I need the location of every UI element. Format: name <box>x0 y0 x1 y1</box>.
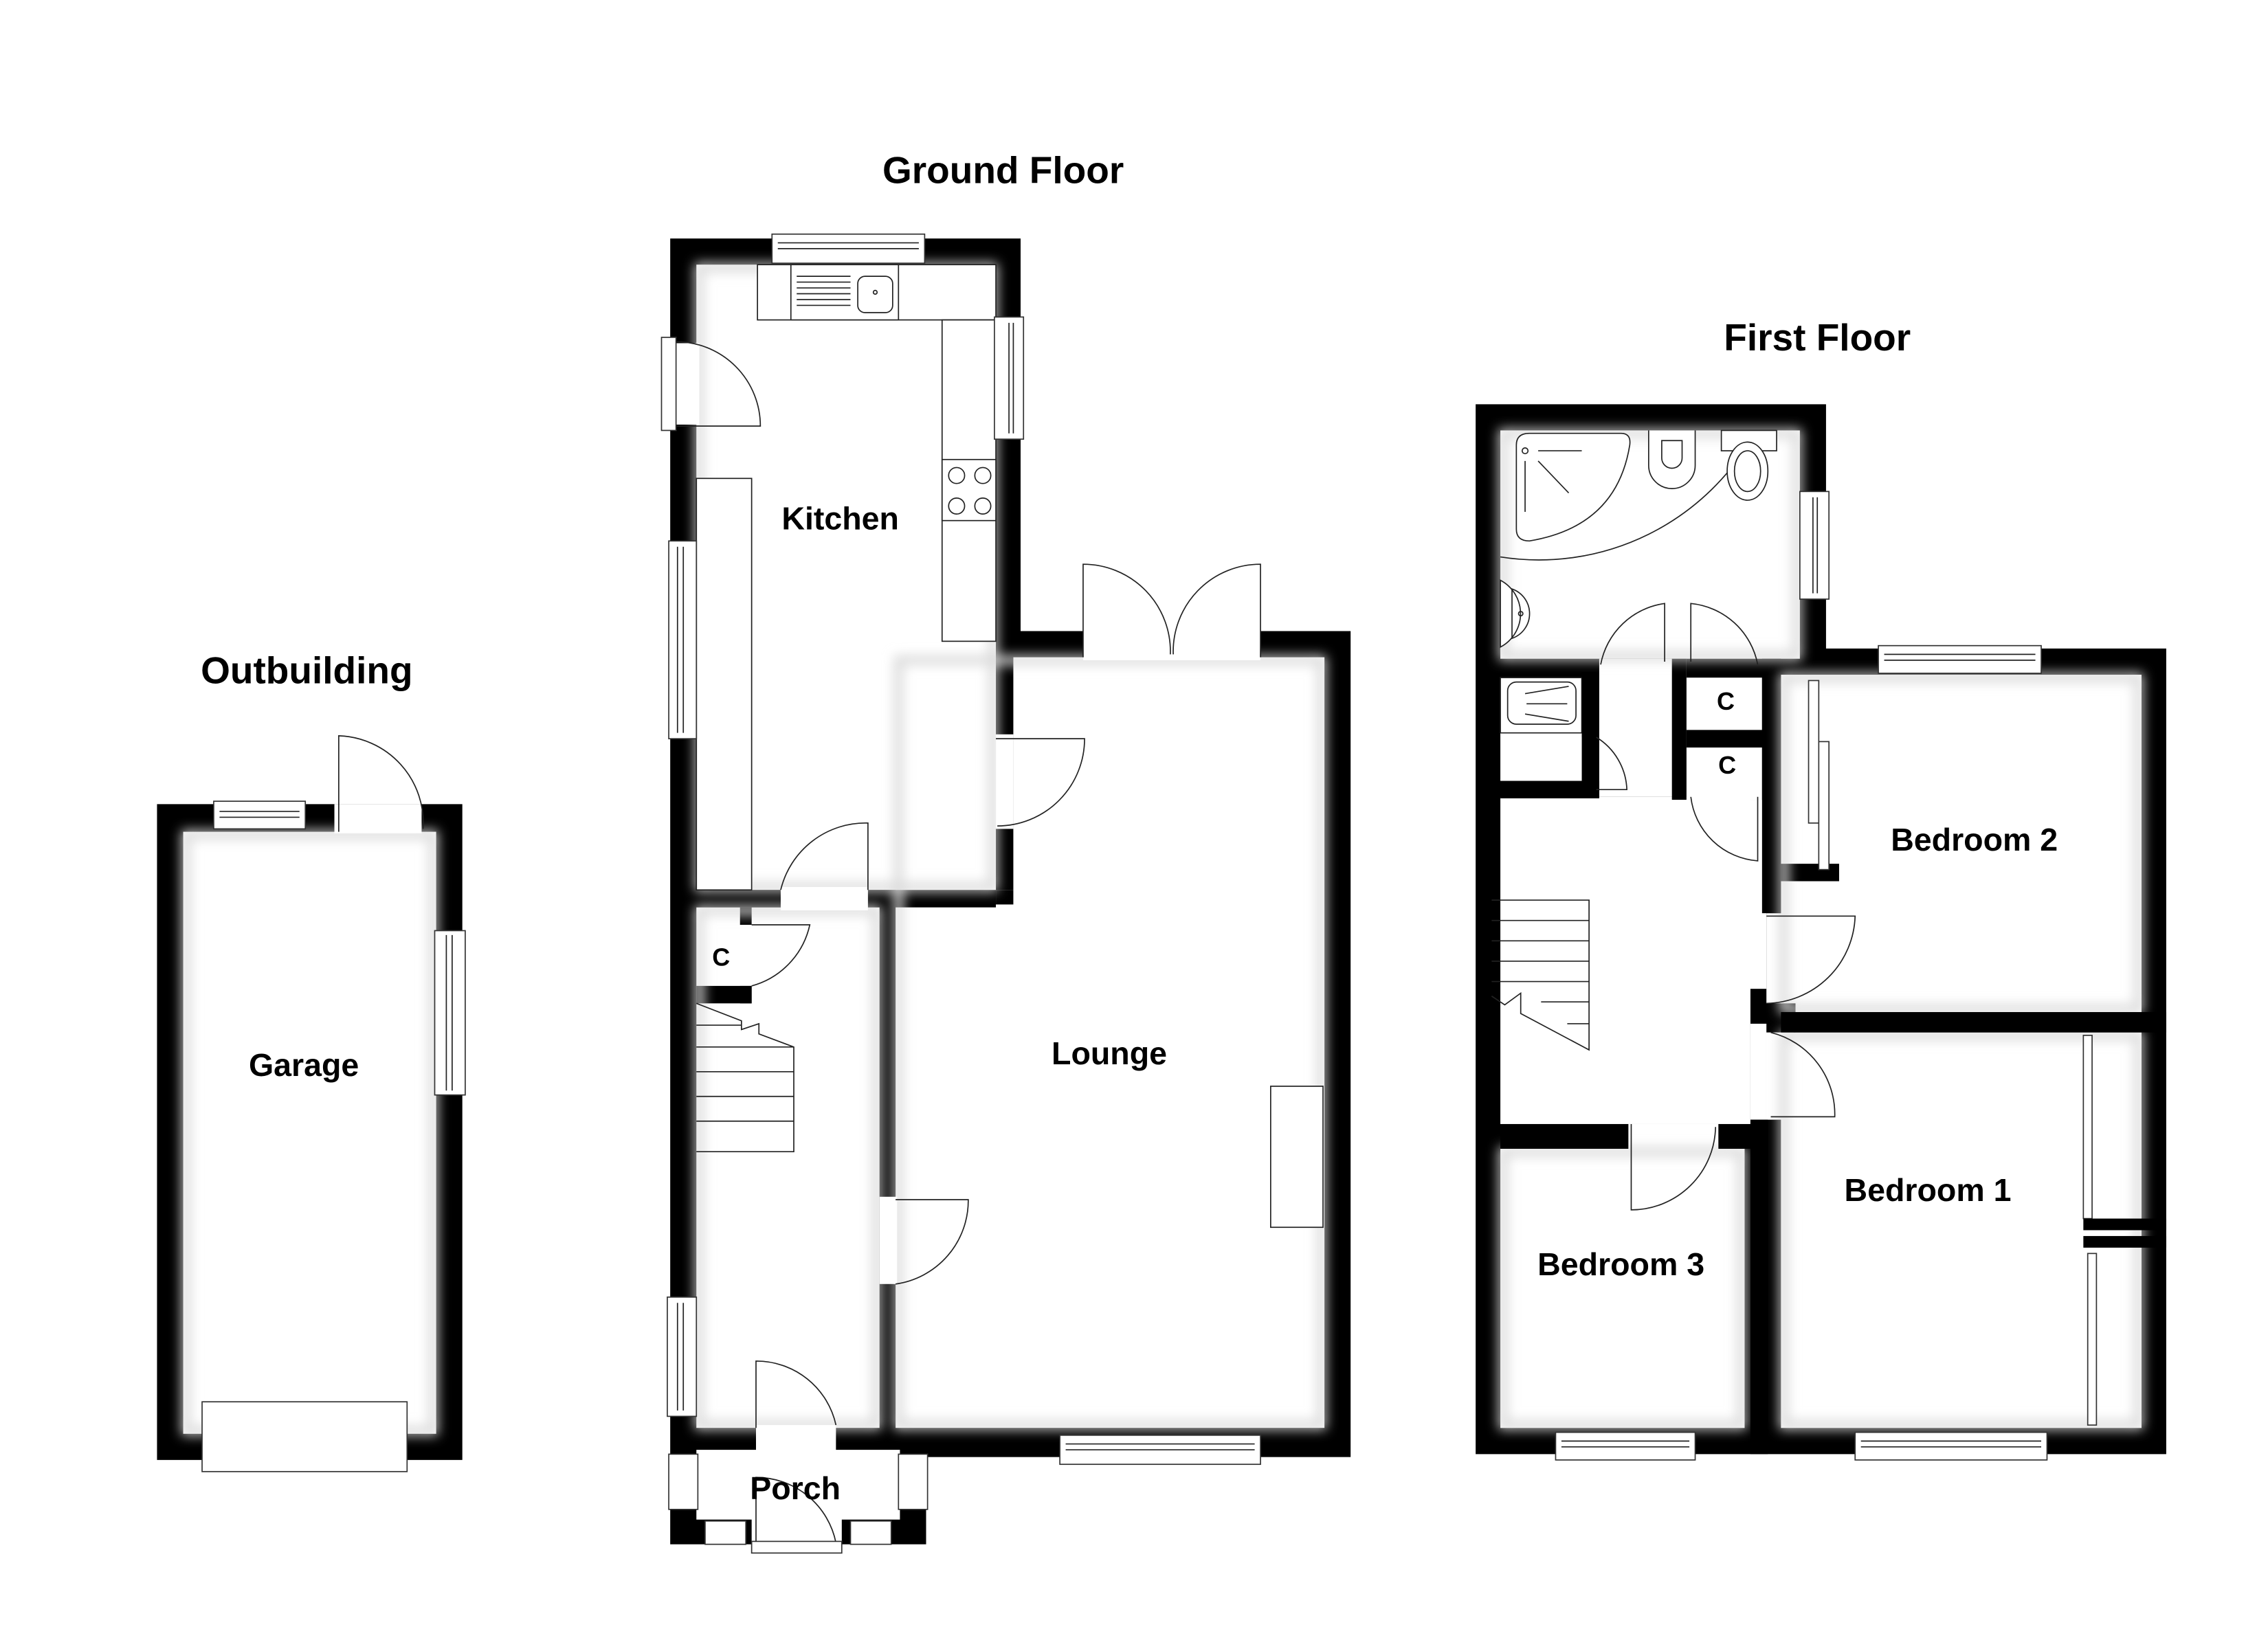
bedroom-1-door[interactable] <box>1770 1031 1836 1118</box>
kitchen-worktop-left <box>696 478 753 891</box>
bedroom-2-window <box>1878 644 2042 674</box>
bedroom-1-floor <box>1781 1032 2142 1428</box>
hall-lounge-door[interactable] <box>895 1199 969 1285</box>
garage-room: Garage <box>157 735 466 1472</box>
bedroom-2-floor <box>1781 675 2142 1013</box>
bedroom-1-window <box>1854 1431 2048 1461</box>
first-floor-stairs <box>1491 899 1590 1051</box>
porch-label: Porch <box>750 1470 841 1506</box>
hall-porch-door[interactable] <box>755 1360 837 1428</box>
toilet-icon <box>1726 441 1769 501</box>
cupboard-1-door[interactable] <box>1690 603 1759 665</box>
garage-label: Garage <box>249 1047 359 1083</box>
cupboard-2-door[interactable] <box>1690 796 1759 862</box>
bedroom-1-label: Bedroom 1 <box>1845 1172 2012 1208</box>
garage-top-window <box>213 800 307 830</box>
bathroom-window <box>1799 491 1830 600</box>
first-floor-title: First Floor <box>1724 316 1911 359</box>
kitchen-label: Kitchen <box>781 500 899 536</box>
bedroom-2-wardrobe <box>1808 680 1830 871</box>
garage-door[interactable] <box>201 1401 408 1472</box>
shower-room <box>1500 671 1627 798</box>
shower-room-door[interactable] <box>1596 737 1627 791</box>
first-cupboard-2-label: C <box>1718 751 1736 779</box>
quadrant-shower-tray <box>1515 432 1631 542</box>
kitchen-left-window <box>668 540 698 739</box>
front-door[interactable] <box>755 1477 837 1546</box>
kitchen-top-window <box>771 233 926 264</box>
lounge-label: Lounge <box>1052 1035 1167 1071</box>
lounge-french-door-left[interactable] <box>1082 563 1171 658</box>
bedroom-2-label: Bedroom 2 <box>1891 822 2058 857</box>
cupboard-door[interactable] <box>751 924 811 987</box>
bedroom-3-door[interactable] <box>1630 1123 1716 1211</box>
bedroom-3-window <box>1555 1431 1696 1461</box>
kitchen-lounge-door[interactable] <box>996 738 1085 827</box>
cupboard-2-floor <box>1686 747 1762 800</box>
ground-floor-section: Ground Floor <box>660 149 1351 1554</box>
ground-cupboard-label: C <box>712 943 730 971</box>
garage-side-door[interactable] <box>338 735 424 832</box>
bedroom-2-door[interactable] <box>1766 915 1856 1005</box>
hall-left-window <box>667 1296 698 1417</box>
kitchen-fittings <box>696 264 997 891</box>
first-cupboard-1-label: C <box>1717 687 1735 715</box>
hall-kitchen-door[interactable] <box>780 822 869 890</box>
ground-floor-title: Ground Floor <box>882 149 1124 192</box>
bedroom-1-wardrobe <box>2082 1035 2166 1426</box>
bathroom-door[interactable] <box>1600 603 1665 665</box>
lounge-floor <box>896 657 1325 1428</box>
outbuilding-title: Outbuilding <box>201 649 412 692</box>
first-floor-section: First Floor <box>1476 316 2166 1461</box>
kitchen-right-window <box>994 316 1025 440</box>
bathroom-fixtures <box>1500 429 1830 665</box>
porch-floor <box>696 1450 900 1520</box>
outbuilding-section: Outbuilding Garage <box>157 649 466 1472</box>
kitchen-back-door[interactable] <box>676 341 761 427</box>
fireplace-icon <box>1270 1086 1324 1229</box>
lounge-bottom-window <box>1059 1435 1261 1466</box>
lounge-french-door-right[interactable] <box>1172 563 1261 658</box>
porch-windows <box>668 1453 929 1545</box>
bidet-icon <box>1648 430 1696 489</box>
bedroom-3-floor <box>1500 1148 1745 1428</box>
bedroom-3-label: Bedroom 3 <box>1537 1246 1704 1282</box>
garage-right-window <box>434 930 466 1096</box>
ground-stairs <box>696 1002 794 1153</box>
cupboard-1-floor <box>1686 677 1762 730</box>
hall-floor <box>696 907 880 1428</box>
